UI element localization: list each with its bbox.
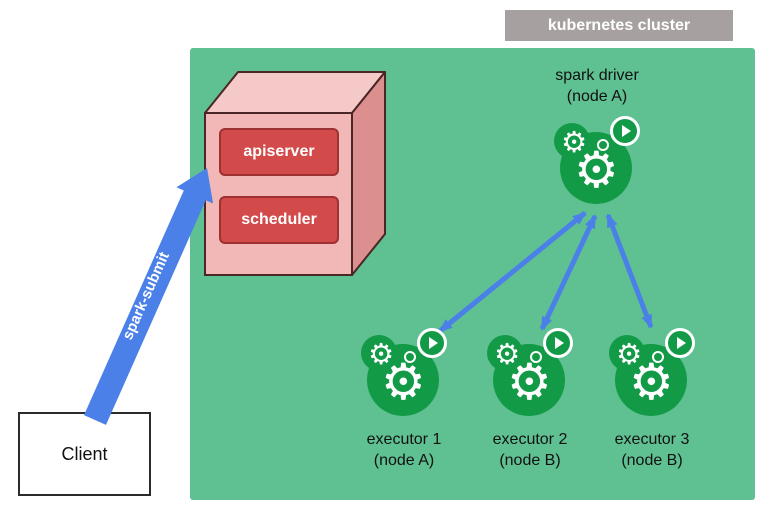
executor3-node: (node B)	[621, 451, 683, 469]
play-icon	[543, 328, 573, 358]
executor1-node: (node A)	[373, 451, 435, 469]
executor2-label: executor 2 (node B)	[470, 430, 590, 472]
spark-submit-label: spark-submit	[119, 249, 173, 343]
gear-icon: ⚙	[629, 353, 674, 411]
executor1-label: executor 1 (node A)	[344, 430, 464, 472]
ring-icon	[530, 351, 542, 363]
ring-icon	[597, 139, 609, 151]
spark-driver-label: spark driver (node A)	[517, 66, 677, 108]
apiserver-box: apiserver	[219, 128, 339, 176]
ring-icon	[404, 351, 416, 363]
executor2-icon: ⚙ ⚙	[485, 328, 575, 418]
executor2-node: (node B)	[499, 451, 561, 469]
play-icon	[665, 328, 695, 358]
client-box: Client	[18, 412, 151, 496]
spark-driver-node: (node A)	[566, 87, 628, 105]
executor3-icon: ⚙ ⚙	[607, 328, 697, 418]
spark-driver-icon: ⚙ ⚙	[552, 116, 642, 206]
play-icon	[610, 116, 640, 146]
gear-icon: ⚙	[616, 337, 642, 371]
ring-icon	[652, 351, 664, 363]
kubernetes-cluster-label: kubernetes cluster	[505, 10, 733, 41]
spark-driver-name: spark driver	[555, 67, 639, 84]
executor3-label: executor 3 (node B)	[592, 430, 712, 472]
play-icon	[417, 328, 447, 358]
gear-icon: ⚙	[494, 337, 520, 371]
gear-icon: ⚙	[507, 353, 552, 411]
gear-icon: ⚙	[368, 337, 394, 371]
gear-icon: ⚙	[561, 125, 587, 159]
executor2-name: executor 2	[492, 431, 568, 448]
executor1-name: executor 1	[366, 431, 442, 448]
scheduler-box: scheduler	[219, 196, 339, 244]
gear-icon: ⚙	[381, 353, 426, 411]
executor3-name: executor 3	[614, 431, 690, 448]
executor1-icon: ⚙ ⚙	[359, 328, 449, 418]
gear-icon: ⚙	[574, 141, 619, 199]
